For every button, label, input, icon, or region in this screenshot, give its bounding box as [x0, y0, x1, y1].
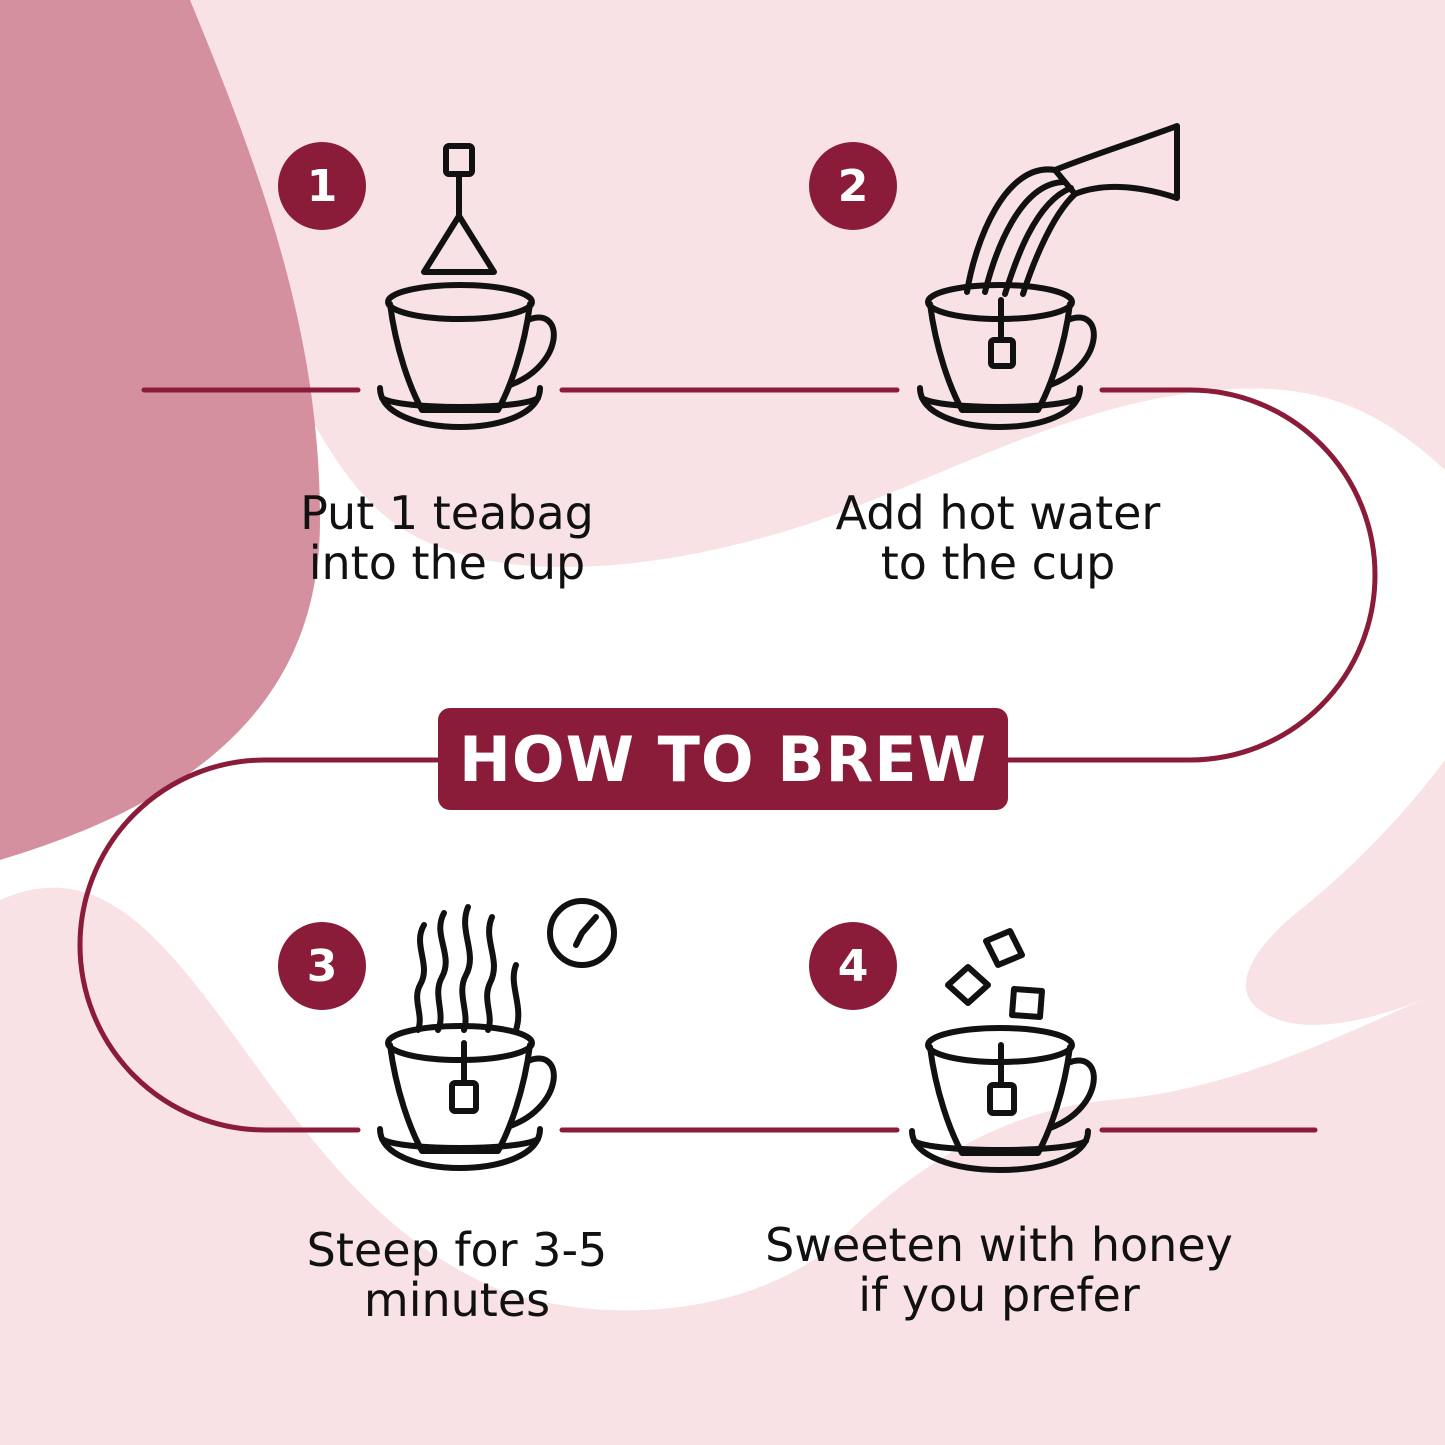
cup-with-teabag-icon [377, 143, 557, 430]
step-2-caption: Add hot water to the cup [798, 488, 1198, 588]
step-4-caption: Sweeten with honey if you prefer [749, 1220, 1249, 1320]
step-2-caption-line-2: to the cup [880, 536, 1116, 590]
how-to-brew-title: HOW TO BREW [438, 708, 1008, 810]
step-1-caption-line-1: Put 1 teabag [300, 486, 594, 540]
step-4-number-badge: 4 [809, 922, 897, 1010]
step-1-number-badge: 1 [278, 142, 366, 230]
step-2-caption-line-1: Add hot water [835, 486, 1161, 540]
cup-with-sugar-cubes-icon [909, 928, 1097, 1173]
step-1-caption-line-2: into the cup [308, 536, 586, 590]
step-3-caption: Steep for 3-5 minutes [257, 1225, 657, 1325]
step-4-caption-line-1: Sweeten with honey [765, 1218, 1233, 1272]
step-4-caption-line-2: if you prefer [858, 1268, 1140, 1322]
steaming-cup-timer-icon [377, 898, 617, 1171]
kettle-pouring-water-icon [917, 123, 1180, 430]
step-3-caption-line-1: Steep for 3-5 [306, 1223, 608, 1277]
step-1-caption: Put 1 teabag into the cup [247, 488, 647, 588]
step-2-number-badge: 2 [809, 142, 897, 230]
step-3-caption-line-2: minutes [363, 1273, 551, 1327]
step-3-number-badge: 3 [278, 922, 366, 1010]
